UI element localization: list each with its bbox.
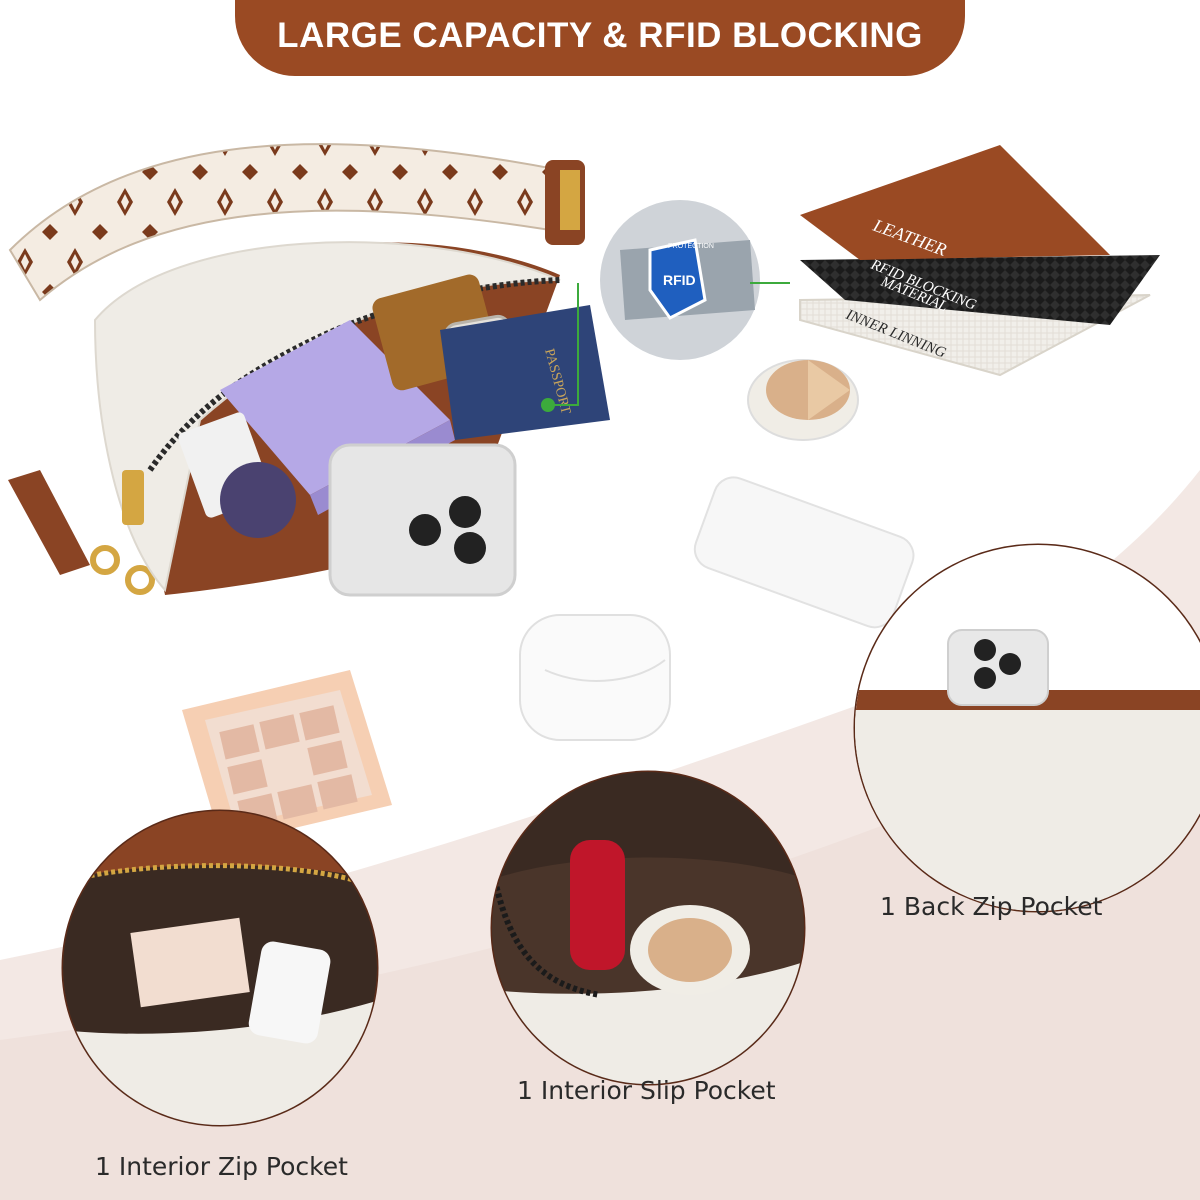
bag-strap <box>8 143 585 595</box>
title-banner: LARGE CAPACITY & RFID BLOCKING <box>235 0 965 76</box>
interior-slip-pocket-circle <box>490 770 806 1086</box>
caption-interior-zip-pocket: 1 Interior Zip Pocket <box>95 1152 348 1181</box>
page-title: LARGE CAPACITY & RFID BLOCKING <box>277 16 923 55</box>
rfid-protection-label: PROTECTION <box>668 243 714 250</box>
rfid-zoom-badge: RFID PROTECTION <box>541 200 790 412</box>
back-zip-pocket-circle <box>853 543 1200 913</box>
passport: PASSPORT <box>440 305 610 440</box>
rfid-badge-label: RFID <box>663 272 696 288</box>
material-layers: LEATHER RFID BLOCKING MATERIAL INNER LIN… <box>799 145 1160 377</box>
caption-back-zip-pocket: 1 Back Zip Pocket <box>880 892 1103 921</box>
concealer-jar <box>747 359 859 441</box>
shield-icon <box>648 238 707 320</box>
earbuds-case <box>519 614 671 741</box>
interior-zip-pocket-circle <box>61 809 379 1127</box>
lotion-tube <box>178 412 296 538</box>
smartphone <box>328 443 517 597</box>
caption-interior-slip-pocket: 1 Interior Slip Pocket <box>517 1076 776 1105</box>
serum-bottle <box>693 476 915 629</box>
eyeshadow-palette <box>182 670 392 845</box>
